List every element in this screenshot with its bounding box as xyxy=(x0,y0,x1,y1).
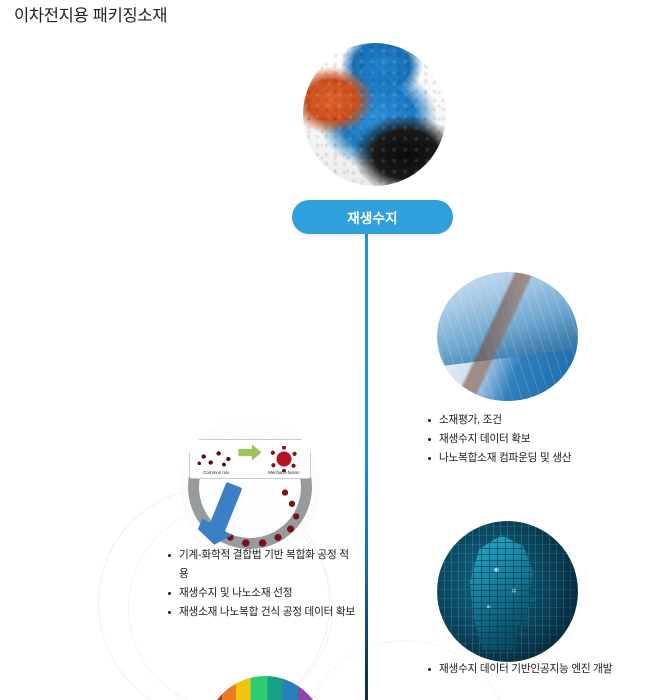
center-node-label: 재생수지 xyxy=(347,211,398,226)
mechano-fusion-label: Mechano-fusion xyxy=(268,470,300,475)
packaging-material-photo xyxy=(205,676,325,700)
diagram-legend-box: Common mix Mechano-fusion xyxy=(189,439,311,479)
circuit-background xyxy=(437,521,578,662)
list-item: 기계-화학적 결합법 기반 복합화 공정 적용 xyxy=(167,546,357,584)
list-item: 재생수지 데이터 확보 xyxy=(427,430,642,449)
branch-right-bottom-bullets: 재생수지 데이터 기반인공지능 엔진 개발 xyxy=(427,660,622,679)
common-mix-group: Common mix xyxy=(194,449,239,475)
mechano-fusion-group: Mechano-fusion xyxy=(262,446,306,475)
list-item: 재생수지 및 나노소재 선정 xyxy=(167,584,357,603)
common-mix-label: Common mix xyxy=(203,470,230,475)
center-node-recycled-resin[interactable]: 재생수지 xyxy=(292,200,453,234)
list-item: 소재평가, 조건 xyxy=(427,411,642,430)
branch-left-bullets: 기계-화학적 결합법 기반 복합화 공정 적용 재생수지 및 나노소재 선정 재… xyxy=(167,546,357,622)
page-title: 이차전지용 패키징소재 xyxy=(14,7,168,25)
particle-beads xyxy=(180,417,320,557)
blueprint-image xyxy=(437,272,578,401)
ai-engine-photo xyxy=(437,521,578,662)
list-item: 나노복합소재 컴파운딩 및 생산 xyxy=(427,449,642,468)
recycled-resin-pellets-photo xyxy=(303,43,446,186)
scattered-particles-icon xyxy=(194,449,239,469)
packaging-image xyxy=(205,676,325,700)
fused-particle-icon xyxy=(269,446,298,472)
mechano-fusion-diagram: Common mix Mechano-fusion xyxy=(180,417,320,557)
right-arrow-icon xyxy=(238,444,262,461)
vertical-connector-line xyxy=(365,232,368,700)
branch-right-top-bullets: 소재평가, 조건 재생수지 데이터 확보 나노복합소재 컴파운딩 및 생산 xyxy=(427,411,642,468)
list-item: 재생소재 나노복합 건식 공정 데이터 확보 xyxy=(167,603,357,622)
list-item: 재생수지 데이터 기반인공지능 엔진 개발 xyxy=(427,660,622,679)
resin-pellets-image xyxy=(303,43,446,186)
ai-head-silhouette xyxy=(469,535,537,651)
material-evaluation-photo xyxy=(437,272,578,401)
